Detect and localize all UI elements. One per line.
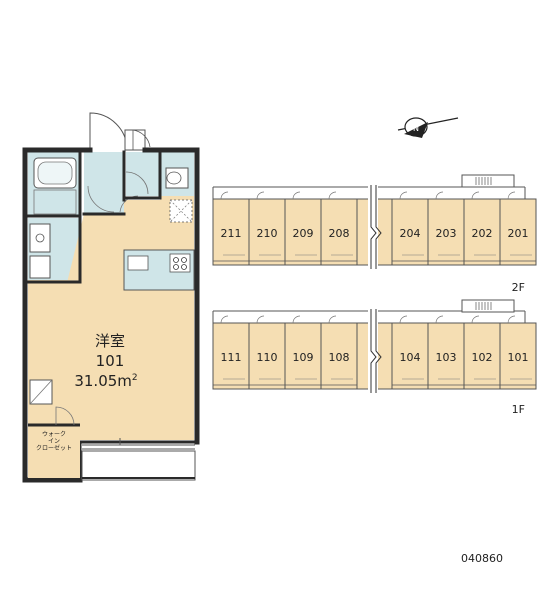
unit-number-label: 103 [436, 351, 457, 364]
unit-number-label: 101 [508, 351, 529, 364]
building-unit: 104 [391, 315, 429, 390]
balcony [81, 438, 196, 481]
building-floor-1f: 111 110 109 108 104 103 102 101 [212, 299, 537, 393]
unit-number-label: 209 [293, 227, 314, 240]
unit-number-label: 211 [221, 227, 242, 240]
compass-north-arrow: N [397, 117, 459, 138]
floor-label-1f: 1F [512, 403, 525, 416]
unit-number-label: 102 [472, 351, 493, 364]
unit-floor-plan: 洋室 101 31.05m2 ウォーク イン クローゼット [22, 112, 200, 483]
building-unit: 204 [391, 191, 429, 266]
unit-number-label: 104 [400, 351, 421, 364]
kitchen-sink [127, 255, 149, 271]
stove [169, 253, 191, 273]
closet-label-line-2: イン [48, 438, 60, 445]
unit-number-label: 208 [329, 227, 350, 240]
unit-number-label: 109 [293, 351, 314, 364]
unit-number-label: 111 [221, 351, 242, 364]
unit-number-label: 108 [329, 351, 350, 364]
building-unit: 110 [248, 315, 286, 390]
building-floor-2f: 211 210 209 208 204 203 202 201 [212, 174, 537, 269]
unit-number-label: 210 [257, 227, 278, 240]
walk-in-closet [28, 379, 80, 478]
washing-machine-space [29, 255, 51, 279]
property-code: 040860 [461, 552, 503, 565]
walls [22, 147, 200, 483]
building-unit: 108 [320, 315, 358, 390]
storage-hatch [169, 199, 193, 223]
building-unit: 210 [248, 191, 286, 266]
stairs [461, 299, 515, 313]
omitted-units-gap [356, 185, 393, 269]
floor-label-2f: 2F [512, 281, 525, 294]
building-unit: 201 [499, 191, 537, 266]
building-unit: 209 [284, 191, 322, 266]
unit-number-label: 110 [257, 351, 278, 364]
building-unit: 101 [499, 315, 537, 390]
entrance-door-swing [89, 112, 151, 151]
unit-number-label: 202 [472, 227, 493, 240]
unit-number-label: 204 [400, 227, 421, 240]
entrance-floor [84, 152, 124, 214]
omitted-units-gap [356, 309, 393, 393]
stairs [461, 174, 515, 188]
room-type-label: 洋室 [95, 332, 125, 350]
wash-basin [29, 223, 51, 253]
building-unit: 111 [212, 315, 250, 390]
building-unit: 202 [463, 191, 501, 266]
building-unit: 102 [463, 315, 501, 390]
unit-number-label: 201 [508, 227, 529, 240]
closet-label-line-3: クローゼット [36, 444, 72, 452]
building-unit: 203 [427, 191, 465, 266]
compass-letter: N [413, 124, 419, 133]
room-area-label: 31.05m2 [74, 372, 137, 390]
unit-number-label: 203 [436, 227, 457, 240]
building-unit: 208 [320, 191, 358, 266]
building-unit: 103 [427, 315, 465, 390]
building-unit: 211 [212, 191, 250, 266]
room-number-label: 101 [96, 352, 125, 370]
closet-label-line-1: ウォーク [42, 430, 66, 438]
building-unit: 109 [284, 315, 322, 390]
